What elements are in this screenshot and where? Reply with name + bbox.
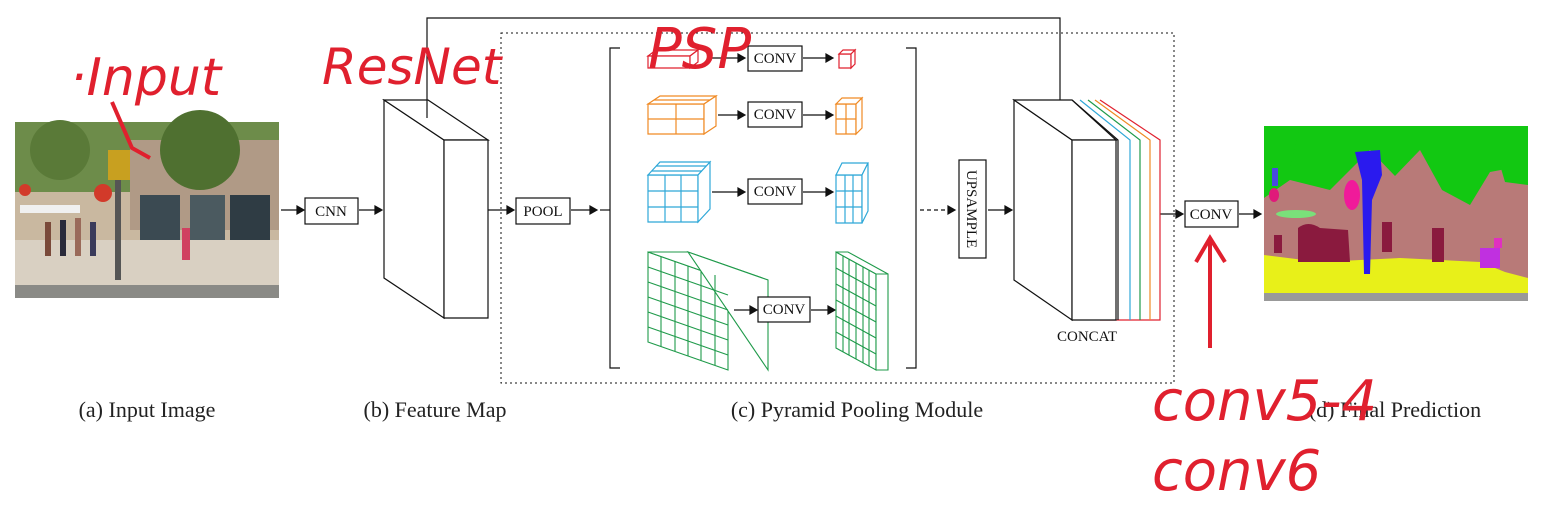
upsample-box: UPSAMPLE [958,159,987,259]
flow-arrows [281,204,1263,220]
annotation-psp: PSP [648,17,751,82]
pyramid-level-1: CONV [646,45,857,72]
conv-label-4: CONV [763,302,806,318]
input-image [15,110,279,298]
ppm-frame [500,32,1175,384]
ppm-brackets [600,47,917,369]
caption-final-prediction: (d) Final Prediction [1309,397,1481,422]
final-conv-label: CONV [1190,207,1233,223]
final-conv-box: CONV [1184,200,1239,228]
annotation-conv6: conv6 [1152,439,1321,504]
annotation-input: ·Input [70,48,223,108]
pyramid-level-3: CONV [646,160,869,224]
cnn-label: CNN [315,204,347,220]
concat-label: CONCAT [1057,329,1117,345]
pool-box: POOL [515,197,571,225]
segmentation-map [1264,126,1528,301]
upsample-label: UPSAMPLE [963,170,979,248]
conv-label-2: CONV [754,107,797,123]
handwritten-annotations: ·Input ResNet PSP conv5-4 conv6 [70,17,1377,504]
pyramid-level-2: CONV [646,94,864,136]
concat-stack [1012,98,1161,322]
pool-label: POOL [523,204,562,220]
annotation-conv54: conv5-4 [1152,369,1377,434]
caption-feature-map: (b) Feature Map [364,397,507,422]
pyramid-level-6: CONV [647,250,889,372]
feature-map [382,98,490,320]
caption-input-image: (a) Input Image [79,397,216,422]
conv-label-1: CONV [754,51,797,67]
conv-label-3: CONV [754,184,797,200]
annotation-resnet: ResNet [322,38,504,96]
caption-ppm: (c) Pyramid Pooling Module [731,397,983,422]
cnn-box: CNN [304,197,359,225]
